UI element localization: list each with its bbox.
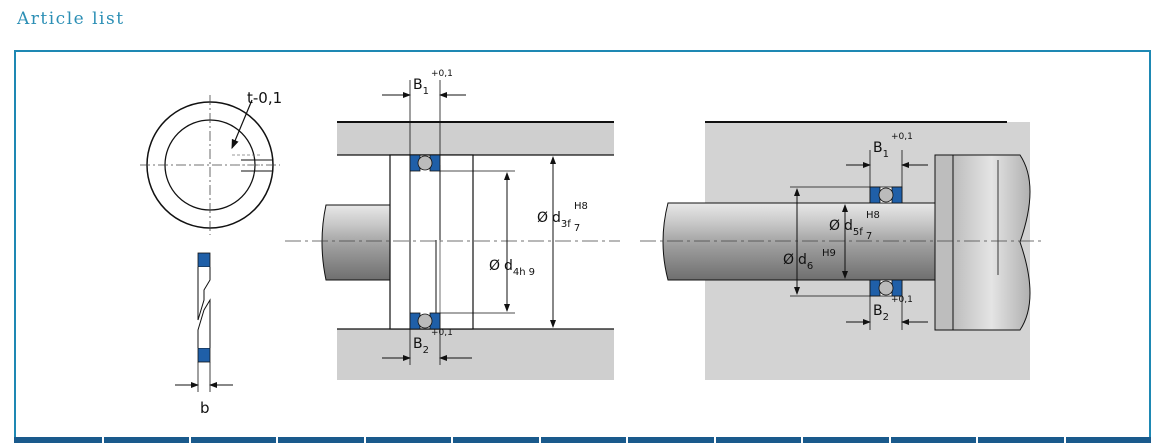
b2-sup: +0,1 <box>431 328 453 338</box>
d6-label: d <box>798 252 807 268</box>
ring-front-view: t-0,1 <box>140 89 282 235</box>
svg-text:B1+0,1: B1+0,1 <box>413 69 453 97</box>
table-header-bar <box>14 437 1151 443</box>
d3-sup: H8 <box>574 201 588 212</box>
b2r-label: B <box>873 303 883 319</box>
d6-diameter: Ø <box>783 252 794 268</box>
d6-sub: 6 <box>807 261 813 272</box>
b1r-sup: +0,1 <box>891 132 913 142</box>
b1-sup: +0,1 <box>431 69 453 79</box>
d5-tol: 7 <box>866 231 872 242</box>
d3-diameter: Ø <box>537 210 548 226</box>
d4-tol: 9 <box>529 267 535 278</box>
b1r-sub: 1 <box>883 149 889 160</box>
d3-tol: 7 <box>574 223 580 234</box>
b1-sub: 1 <box>423 86 429 97</box>
d6-sup: H9 <box>822 248 836 259</box>
ring-section-view: b <box>175 252 233 417</box>
b2r-sub: 2 <box>883 312 889 323</box>
d5-label: d <box>844 218 853 234</box>
svg-text:B2+0,1: B2+0,1 <box>413 328 453 356</box>
d3-label: d <box>552 210 561 226</box>
svg-text:Ød6: Ød6 <box>783 252 813 272</box>
b2-sub: 2 <box>423 345 429 356</box>
svg-text:B1+0,1: B1+0,1 <box>873 132 913 160</box>
svg-text:B2+0,1: B2+0,1 <box>873 295 913 323</box>
thickness-label: b <box>200 399 210 417</box>
b2-label: B <box>413 336 423 352</box>
b1r-label: B <box>873 140 883 156</box>
d5-sup: H8 <box>866 210 880 221</box>
d4-sub: 4h <box>513 267 526 278</box>
b2r-sup: +0,1 <box>891 295 913 305</box>
d4-label: d <box>504 258 513 274</box>
d4-diameter: Ø <box>489 258 500 274</box>
d5-diameter: Ø <box>829 218 840 234</box>
page-title: Article list <box>17 9 125 29</box>
tolerance-label: t-0,1 <box>247 89 282 107</box>
drawing-frame <box>14 50 1151 442</box>
d5-sub: 5f <box>853 227 863 238</box>
d3-sub: 3f <box>561 219 571 230</box>
b1-label: B <box>413 77 423 93</box>
